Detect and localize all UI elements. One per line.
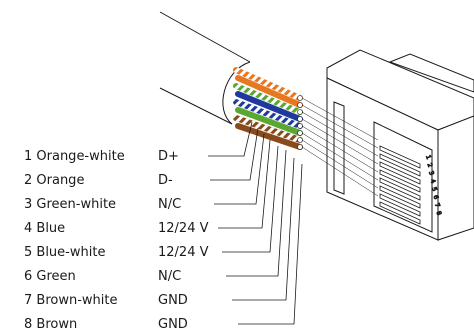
wire-6 — [235, 107, 303, 136]
wire-2 — [235, 75, 303, 108]
connector-contacts — [379, 145, 421, 225]
wire-stripe-7 — [233, 115, 303, 143]
signal-label-2: D- — [158, 173, 173, 188]
cable-cut-end — [222, 61, 251, 125]
wire-end-7 — [297, 137, 303, 143]
connector-pin-number-3: 3 — [427, 170, 435, 176]
contact-guide-3 — [301, 111, 379, 157]
signal-label-6: N/C — [158, 269, 181, 284]
contact-2 — [379, 153, 421, 177]
connector-side-face — [437, 115, 474, 241]
contact-6 — [379, 185, 421, 209]
contact-4 — [379, 169, 421, 193]
connector-pin-number-8: 8 — [435, 210, 443, 216]
connector-pin-number-4: 4 — [429, 178, 437, 184]
connector-pin-number-6: 6 — [432, 194, 440, 200]
wire-stripe-3 — [233, 83, 303, 115]
leader-5 — [222, 145, 279, 253]
wire-end-1 — [297, 95, 303, 101]
leader-7 — [232, 157, 295, 301]
leader-8 — [238, 163, 303, 325]
pin-label-3: 3 Green-white — [24, 197, 116, 212]
contact-8 — [379, 201, 421, 225]
cable-top-edge — [159, 11, 251, 63]
contact-1 — [379, 145, 421, 169]
leader-6 — [226, 149, 287, 277]
signal-label-8: GND — [158, 317, 188, 332]
pin-label-4: 4 Blue — [24, 221, 65, 236]
contact-guide-2 — [301, 104, 379, 149]
wire-stripe-1 — [233, 67, 303, 101]
connector-pin-numbers: 1 2 3 4 5 6 7 8 — [424, 154, 443, 217]
connector-pin-number-2: 2 — [426, 162, 434, 168]
contact-guide-7 — [301, 139, 379, 189]
contact-7 — [379, 193, 421, 217]
connector-pin-number-7: 7 — [433, 202, 441, 208]
wire-stripe-5 — [233, 99, 303, 129]
signal-label-5: 12/24 V — [158, 245, 209, 260]
wire-bundle — [233, 67, 303, 150]
signal-label-3: N/C — [158, 197, 181, 212]
wire-8 — [235, 123, 303, 150]
leader-1 — [208, 121, 253, 157]
pin-label-2: 2 Orange — [24, 173, 84, 188]
leader-4 — [218, 139, 271, 229]
pin-label-1: 1 Orange-white — [24, 149, 125, 164]
contact-3 — [379, 161, 421, 185]
wire-end-8 — [297, 144, 303, 150]
connector-latch-tab — [388, 53, 474, 93]
contact-guide-4 — [301, 118, 379, 165]
wire-end-2 — [297, 102, 303, 108]
wire-end-6 — [297, 130, 303, 136]
pin-label-5: 5 Blue-white — [24, 245, 105, 260]
connector-front-slot — [333, 101, 345, 195]
pin-label-6: 6 Green — [24, 269, 76, 284]
cable-jacket — [159, 11, 251, 125]
cable-bottom-edge — [159, 87, 233, 125]
leader-3 — [214, 133, 265, 205]
pin-label-7: 7 Brown-white — [24, 293, 117, 308]
leader-2 — [210, 127, 259, 181]
signal-label-1: D+ — [158, 149, 179, 164]
contact-guide-8 — [301, 146, 379, 197]
wire-end-3 — [297, 109, 303, 115]
signal-label-7: GND — [158, 293, 188, 308]
wire-end-5 — [297, 123, 303, 129]
contact-guide-1 — [301, 97, 379, 141]
contact-5 — [379, 177, 421, 201]
wire-end-4 — [297, 116, 303, 122]
signal-label-4: 12/24 V — [158, 221, 209, 236]
leader-lines — [208, 97, 379, 325]
connector-pin-number-1: 1 — [424, 154, 432, 160]
pin-label-8: 8 Brown — [24, 317, 77, 332]
rj45-connector: 1 2 3 4 5 6 7 8 — [326, 49, 474, 241]
contact-guide-5 — [301, 125, 379, 173]
connector-pin-number-5: 5 — [430, 186, 438, 192]
wire-4 — [235, 91, 303, 122]
contact-guide-6 — [301, 132, 379, 181]
